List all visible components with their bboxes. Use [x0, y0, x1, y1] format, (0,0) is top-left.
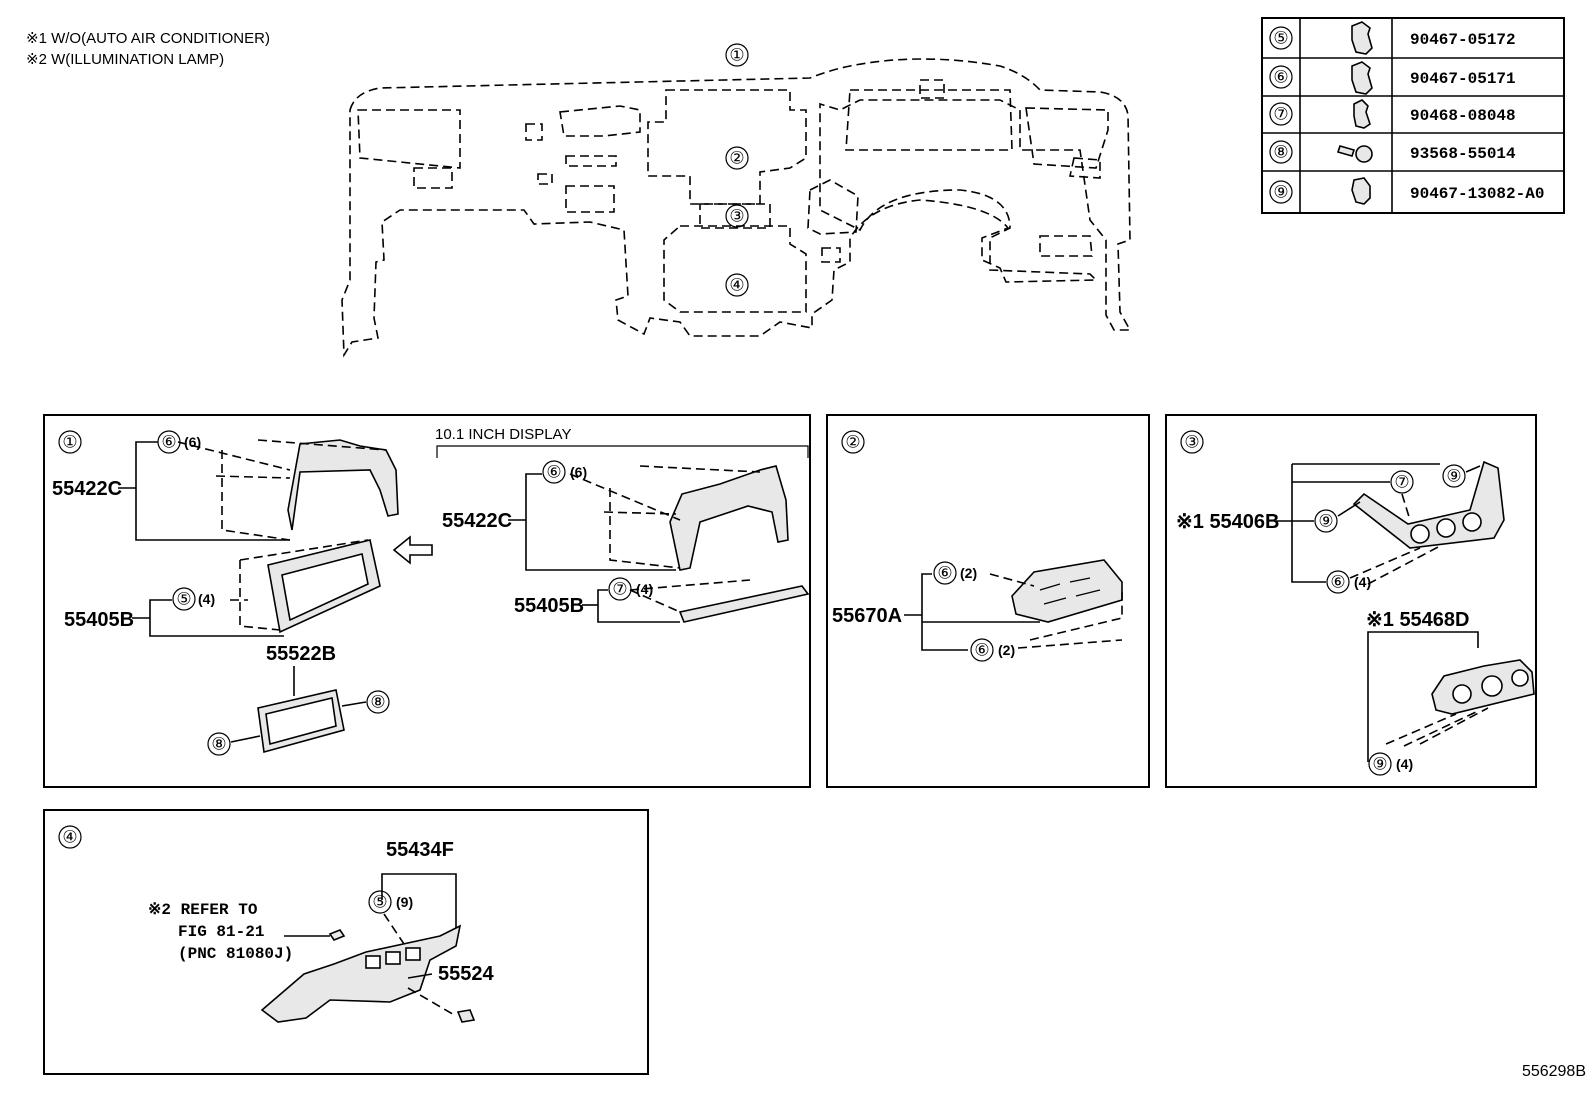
note-2: ※2 W(ILLUMINATION LAMP) — [26, 51, 225, 68]
legend-num: ⑥ — [1273, 68, 1288, 87]
vent-clip-callout-b: ⑥ — [974, 641, 989, 660]
overview-callout-4: ④ — [729, 276, 744, 295]
variant-display-clip-qty: (4) — [636, 581, 653, 597]
screw-callout-b: ⑧ — [211, 735, 226, 754]
housing-clip-qty-9: (4) — [1396, 756, 1413, 772]
vent-clip-qty-a: (2) — [960, 565, 977, 581]
part-label-55468d: ※1 55468D — [1366, 609, 1470, 631]
clip-icon — [1351, 61, 1373, 95]
variant-bezel-clip-callout: ⑥ — [546, 463, 561, 482]
display-55405b-variant — [678, 585, 810, 623]
instrument-panel-overview — [341, 58, 1132, 358]
lamp-connector — [328, 929, 346, 941]
panel-3-id: ③ — [1184, 433, 1199, 452]
clip-icon — [1351, 21, 1373, 55]
variant-bezel-clip-qty: (6) — [570, 464, 587, 480]
vent-assembly-55670a — [1011, 559, 1123, 623]
part-label-55522b: 55522B — [266, 643, 336, 665]
legend-row: ⑧ 93568-55014 — [1269, 140, 1516, 164]
panel-3: ③ ⑦ ⑨ ⑨ ⑥ (4) ※1 55406B ※1 55468D ⑨ (4) — [1165, 414, 1537, 788]
register-clip-qty-6: (4) — [1354, 574, 1371, 590]
note-1: ※1 W/O(AUTO AIR CONDITIONER) — [26, 30, 270, 47]
legend-row: ⑤ 90467-05172 — [1269, 21, 1516, 55]
part-label-55422c-variant: 55422C — [442, 510, 512, 532]
overview-callout-1: ① — [729, 46, 744, 65]
register-clip-callout-9b: ⑨ — [1446, 467, 1461, 486]
variant-display-clip-callout: ⑦ — [612, 580, 627, 599]
legend-row: ⑦ 90468-08048 — [1269, 99, 1516, 129]
part-label-55422c: 55422C — [52, 478, 122, 500]
refer-note-line-3: (PNC 81080J) — [178, 945, 293, 963]
display-clip-callout: ⑤ — [176, 590, 191, 609]
legend-part: 90468-08048 — [1410, 107, 1516, 125]
legend-num: ⑨ — [1273, 183, 1288, 202]
legend-row: ⑥ 90467-05171 — [1269, 61, 1516, 95]
register-clip-callout-7: ⑦ — [1394, 473, 1409, 492]
screw-icon — [1355, 145, 1373, 163]
panel-bezel-55422c — [287, 439, 399, 531]
screw-shaft-icon — [1336, 145, 1356, 157]
diagram-code: 556298B — [1521, 1063, 1586, 1080]
legend-part: 90467-05172 — [1410, 31, 1516, 49]
panel-2: ② ⑥ (2) ⑥ (2) 55670A — [826, 414, 1150, 788]
vent-clip-callout-a: ⑥ — [937, 564, 952, 583]
overview-callouts: ① ② ③ ④ — [725, 43, 749, 297]
part-label-55434f: 55434F — [386, 839, 454, 861]
part-label-55670a: 55670A — [832, 605, 902, 627]
legend-row: ⑨ 90467-13082-A0 — [1269, 177, 1544, 205]
clip-legend-table: ⑤ 90467-05172 ⑥ 90467-05171 ⑦ 90468-0804… — [1261, 17, 1565, 214]
notes: ※1 W/O(AUTO AIR CONDITIONER) ※2 W(ILLUMI… — [26, 28, 270, 70]
overview-callout-3: ③ — [729, 207, 744, 226]
view-arrow-icon — [392, 535, 433, 565]
legend-num: ⑦ — [1273, 105, 1288, 124]
lower-panel-clip-qty: (9) — [396, 894, 413, 910]
screw-callout-a: ⑧ — [370, 693, 385, 712]
housing-clip-callout-9: ⑨ — [1372, 755, 1387, 774]
legend-num: ⑤ — [1273, 29, 1288, 48]
legend-part: 93568-55014 — [1410, 145, 1516, 163]
panel-4-id: ④ — [62, 828, 77, 847]
register-clip-callout-6: ⑥ — [1330, 573, 1345, 592]
part-label-55406b: ※1 55406B — [1176, 511, 1280, 533]
clip-icon — [1351, 177, 1371, 205]
part-label-55405b-variant: 55405B — [514, 595, 584, 617]
panel-2-id: ② — [845, 433, 860, 452]
part-label-55524: 55524 — [438, 963, 494, 985]
panel-4: ④ 55434F ⑤ (9) ※2 REFER TO FIG 81-21 (PN… — [43, 809, 649, 1075]
legend-part: 90467-05171 — [1410, 70, 1516, 88]
legend-part: 90467-13082-A0 — [1410, 185, 1544, 203]
vent-clip-qty-b: (2) — [998, 642, 1015, 658]
panel-1: ① 10.1 INCH DISPLAY ⑥ (6) 55422C ⑤ (4) 5… — [43, 414, 811, 788]
overview-callout-2: ② — [729, 149, 744, 168]
refer-note-line-2: FIG 81-21 — [178, 923, 264, 941]
panel-1-id: ① — [62, 433, 77, 452]
bezel-clip-qty: (6) — [184, 434, 201, 450]
register-clip-callout-9a: ⑨ — [1318, 512, 1333, 531]
bezel-clip-callout: ⑥ — [161, 433, 176, 452]
lower-panel-clip-callout: ⑤ — [372, 893, 387, 912]
panel-bezel-55422c-variant — [669, 465, 789, 571]
legend-num: ⑧ — [1273, 143, 1288, 162]
switch-55524 — [456, 1009, 476, 1023]
display-clip-qty: (4) — [198, 591, 215, 607]
refer-note-line-1: ※2 REFER TO — [148, 901, 258, 919]
part-label-55405b: 55405B — [64, 609, 134, 631]
clip-icon — [1353, 99, 1371, 129]
display-variant-label: 10.1 INCH DISPLAY — [435, 426, 571, 443]
